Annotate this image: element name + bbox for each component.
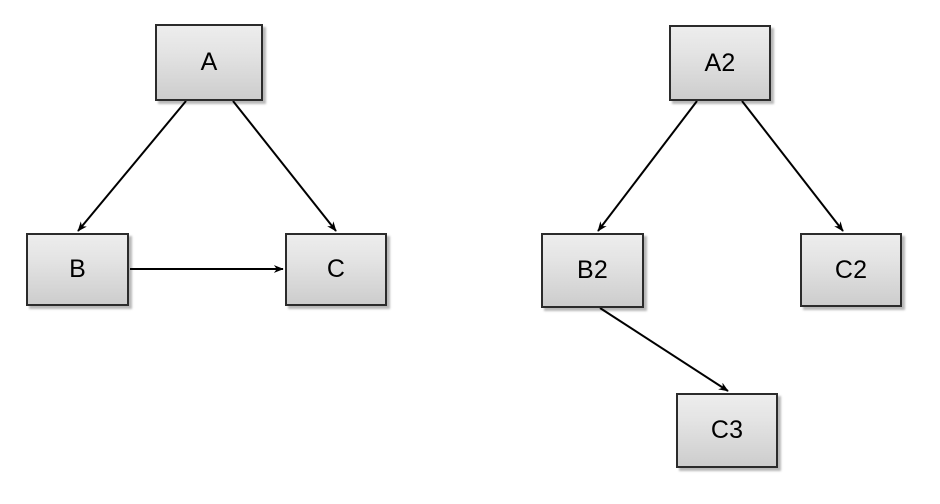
node-label: A2 [704,48,736,77]
edge-a2-to-c2 [741,100,844,232]
node-a2[interactable]: A2 [669,25,771,101]
node-label: C3 [710,416,744,444]
edges-group [77,100,844,392]
node-label: B2 [577,256,608,284]
node-c2[interactable]: C2 [800,233,902,307]
node-label: C [326,255,346,283]
node-c3[interactable]: C3 [676,393,778,468]
node-a[interactable]: A [155,24,263,101]
node-b2[interactable]: B2 [541,233,644,308]
node-label: A [200,48,218,76]
edge-a-to-b [77,100,187,232]
edge-a2-to-b2 [597,100,698,232]
node-b[interactable]: B [26,233,129,306]
node-label: B [69,255,86,283]
edge-b2-to-c3 [599,307,729,392]
edge-a-to-c [232,100,337,232]
node-c[interactable]: C [285,233,387,306]
node-label: C2 [834,255,868,284]
